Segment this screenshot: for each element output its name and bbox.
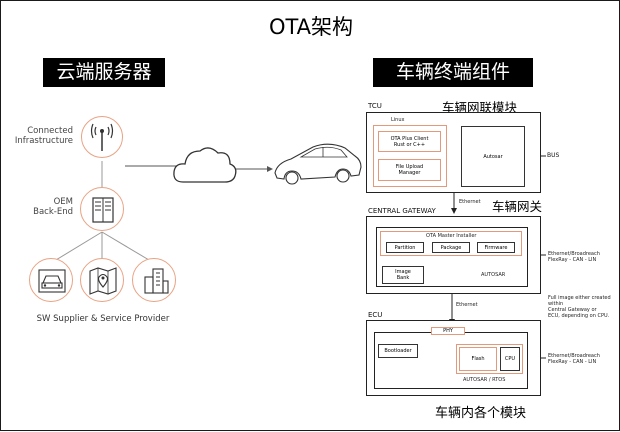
partition-block: Partition: [386, 242, 424, 253]
tcu-tag: TCU: [368, 102, 382, 110]
phy-block: PHY: [431, 327, 465, 335]
flash-cpu-group: [456, 344, 523, 374]
linux-label: Linux: [391, 117, 405, 123]
map-service-node: [80, 258, 124, 302]
ota-master-installer-box: [380, 231, 522, 256]
firmware-block: Firmware: [477, 242, 515, 253]
vehicle-modules-caption: 车辆内各个模块: [435, 406, 527, 421]
page-title: OTA架构: [268, 15, 354, 39]
tcu-autosar-block: Autosar: [461, 126, 525, 187]
bootloader-block: Bootloader: [378, 344, 418, 358]
cloud-server-banner: 云端服务器: [43, 58, 165, 87]
server-icon: [92, 197, 114, 223]
image-bank-block: Image Bank: [382, 266, 424, 284]
autosar-rtos-label: AUTOSAR / RTOS: [463, 377, 506, 383]
tcu-cn-label: 车辆网联模块: [442, 100, 518, 115]
package-block: Package: [432, 242, 470, 253]
connected-infrastructure-label: Connected Infrastructure: [14, 126, 73, 146]
bus-label: BUS: [547, 152, 560, 159]
ecu-side-note: Ethernet/Broadreach FlexRay - CAN - LIN: [548, 353, 600, 365]
gateway-tag: CENTRAL GATEWAY: [368, 207, 436, 215]
car-front-icon: [38, 269, 66, 293]
car-service-node: [29, 258, 73, 302]
flash-block: Flash: [459, 347, 497, 371]
gateway-autosar-label: AUTOSAR: [481, 272, 506, 278]
antenna-icon: [90, 123, 114, 151]
cpu-block: CPU: [500, 347, 520, 371]
map-pin-icon: [89, 267, 117, 295]
ethernet-label-2: Ethernet: [456, 302, 478, 308]
server-node: [80, 187, 124, 231]
gateway-side-note: Ethernet/Broadreach FlexRay - CAN - LIN: [548, 251, 600, 263]
vehicle-components-banner: 车辆终端组件: [373, 58, 533, 87]
antenna-node: [81, 116, 123, 158]
ota-client-block: OTA Plus Client Rust or C++: [378, 131, 441, 152]
ota-master-installer-label: OTA Master Installer: [426, 233, 477, 239]
file-upload-manager-block: File Upload Manager: [378, 159, 441, 181]
full-image-note: Full image either created within Central…: [548, 295, 611, 319]
city-service-node: [132, 258, 176, 302]
buildings-icon: [144, 268, 169, 294]
oem-backend-label: OEM Back-End: [33, 197, 73, 217]
ecu-tag: ECU: [368, 311, 383, 319]
sw-supplier-caption: SW Supplier & Service Provider: [36, 314, 170, 324]
ethernet-label-1: Ethernet: [459, 199, 481, 205]
gateway-cn-label: 车辆网关: [492, 199, 543, 214]
